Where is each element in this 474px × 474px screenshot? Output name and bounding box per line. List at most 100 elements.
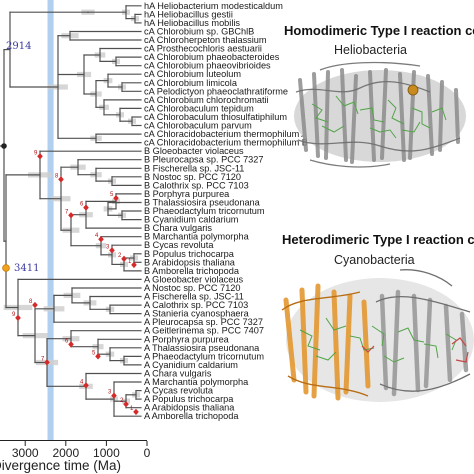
tick-label: 3000 <box>12 446 39 460</box>
pigment-5 <box>411 107 431 129</box>
orange-helix-2 <box>299 287 309 395</box>
tick-label: 0 <box>144 446 151 460</box>
grey-helix-5 <box>443 303 453 383</box>
pigment-h7 <box>445 333 457 351</box>
leaf-label: cA Chloracidobacterium thermophilum B <box>144 138 308 148</box>
pigment-6 <box>431 107 447 121</box>
panel-title-heterodimeric: Heterodimeric Type I reaction c <box>282 232 474 247</box>
orange-helix-6 <box>361 299 371 389</box>
leaf-label: A Marchantia polymorpha <box>144 377 249 387</box>
leaf-label: B Calothrix sp. PCC 7103 <box>144 180 249 190</box>
leaf-label: cA Chlorobium sp. GBChlB <box>144 27 254 37</box>
pigment-h1 <box>299 329 321 351</box>
calibration-label: 5 <box>110 192 114 198</box>
leaf-label: cA Chloracidobacterium thermophilum A <box>144 129 308 139</box>
leaf-label: cA Pelodictyon phaeoclathratiforme <box>144 86 288 96</box>
leaf-label: B Cyanidium caldarium <box>144 215 239 225</box>
calibration-marker <box>123 401 129 408</box>
heterodimer-structure-image <box>281 269 474 402</box>
calibration-marker <box>37 153 43 160</box>
panel-subtitle-cyanobacteria: Cyanobacteria <box>334 253 415 267</box>
panel-subtitle-heliobacteria: Heliobacteria <box>334 43 407 57</box>
calibration-label: 9 <box>34 150 38 156</box>
leaf-label: cA Chlorobium phaeovibrioides <box>144 61 271 71</box>
grey-loop-2 <box>379 373 471 392</box>
leaf-label: A Populus trichocarpa <box>144 394 234 404</box>
leaf-label: cA Chlorobium phaeobacteroides <box>144 52 280 62</box>
calibration-marker <box>121 255 127 263</box>
calibration-marker <box>68 341 74 348</box>
pigment-h2 <box>325 317 347 331</box>
leaf-label: B Thalassiosira pseudonana <box>144 198 261 208</box>
calibration-label: 5 <box>92 350 96 356</box>
orange-helix-3 <box>311 283 321 399</box>
calibration-label: 8 <box>29 299 33 305</box>
calibration-label: 1 <box>128 259 132 265</box>
leaf-label: hA Heliobacillus gestii <box>144 9 233 19</box>
helix-3 <box>324 70 330 160</box>
grey-helix-6 <box>459 311 469 373</box>
leaf-label: A Phaeodactylum tricornutum <box>144 351 264 361</box>
calibration-label: 4 <box>95 233 99 239</box>
calibration-marker <box>68 212 74 219</box>
helix-11 <box>438 80 444 152</box>
calibration-label: 7 <box>41 356 45 362</box>
helix-12 <box>454 88 460 144</box>
orange-loop-2 <box>287 375 369 397</box>
leaf-label: B Gloeobacter violaceus <box>144 146 244 156</box>
pigment-red-3 <box>361 345 375 353</box>
loop-1 <box>295 80 431 93</box>
structure-shadow <box>294 70 466 162</box>
pigment-red-1 <box>451 337 467 347</box>
calibration-marker <box>83 204 89 211</box>
calibration-label: 7 <box>65 209 69 215</box>
calibration-label: 3 <box>108 390 112 396</box>
leaf-label: B Pleurocapsa sp. PCC 7327 <box>144 155 264 165</box>
leaf-label: A Chara vulgaris <box>144 369 212 379</box>
leaf-label: B Cycas revoluta <box>144 240 214 250</box>
leaf-label: A Geitlerinema sp. PCC 7407 <box>144 326 264 336</box>
grey-helix-2 <box>391 289 401 397</box>
leaf-label: B Amborella trichopoda <box>144 266 240 276</box>
leaf-label: A Thalassiosira pseudonana <box>144 343 260 353</box>
pigment-3 <box>359 107 385 123</box>
helix-6 <box>368 70 376 162</box>
calibration-marker <box>113 194 119 202</box>
grey-loop-1 <box>375 296 471 313</box>
pigment-4 <box>387 99 405 125</box>
tick-label: 1000 <box>93 446 120 460</box>
helix-8 <box>398 72 406 162</box>
calibration-label: 2 <box>120 398 124 404</box>
leaf-label: B Phaeodactylum tricornutum <box>144 206 265 216</box>
root-node-marker <box>1 143 7 149</box>
loop-3 <box>309 159 391 168</box>
calibration-marker <box>32 301 38 309</box>
helix-1 <box>298 78 308 152</box>
leaf-label: cA Chlorobium chlorochromatii <box>144 95 269 105</box>
leaf-label: cA Chloroherpeton thalassium <box>144 35 267 45</box>
helix-7 <box>380 68 388 160</box>
helix-4 <box>340 68 348 162</box>
pigment-h5 <box>397 327 425 343</box>
loop-4 <box>319 61 421 71</box>
leaf-label: B Arabidopsis thaliana <box>144 257 236 267</box>
orange-helix-1 <box>283 297 297 383</box>
leaf-label: cA Prosthecochloris aestuarii <box>144 44 262 54</box>
orange-loop-1 <box>281 291 361 311</box>
pigment-h9 <box>383 355 405 363</box>
calibration-label: 4 <box>80 379 84 385</box>
calibration-label: 1 <box>130 406 134 412</box>
grey-helix-1 <box>379 293 389 391</box>
orange-helix-5 <box>343 293 353 395</box>
calibration-label: 6 <box>80 202 84 208</box>
grey-helix-4 <box>423 297 433 389</box>
pigment-9 <box>401 121 421 133</box>
leaf-label: B Nostoc sp. PCC 7120 <box>144 172 241 182</box>
node-age-3411: 3411 <box>14 263 39 274</box>
calibration-label: 6 <box>65 338 69 344</box>
helix-2 <box>312 72 320 158</box>
